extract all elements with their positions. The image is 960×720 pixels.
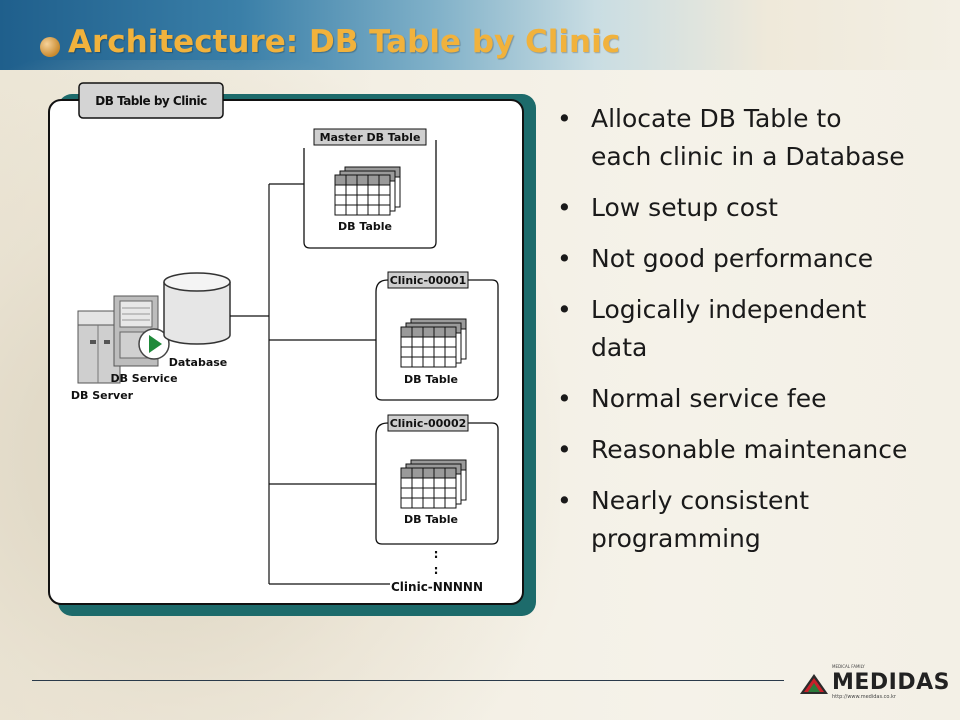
logo-tagline: MEDICAL FAMILY (832, 664, 865, 669)
master-header: Master DB Table (320, 131, 421, 144)
master-header-box (313, 128, 427, 146)
bullet-icon: • (557, 193, 572, 222)
bullet-icon: • (557, 295, 572, 324)
connector-lines (230, 183, 390, 585)
database-label: Database (169, 356, 228, 369)
logo-url: http://www.medidas.co.kr (832, 694, 896, 700)
clinic-00001-group: Clinic-00001 DB Table (375, 271, 499, 401)
architecture-diagram: DB Table by Clinic Database DB Service D… (48, 82, 536, 616)
clinic-00001-table-label: DB Table (404, 373, 458, 386)
clinic-nnnnn-label: Clinic-NNNNN (391, 580, 483, 594)
bullet-icon: • (557, 384, 572, 413)
bullet-item: •Reasonable maintenance (553, 431, 953, 469)
db-server-icon (77, 310, 121, 384)
bullet-icon: • (557, 104, 572, 133)
medidas-logo-icon (800, 674, 828, 694)
ellipsis-1: : (434, 547, 439, 561)
clinic-00001-header: Clinic-00001 (390, 274, 467, 287)
bullet-icon: • (557, 486, 572, 515)
title-bullet-icon (40, 37, 60, 57)
ellipsis-2: : (434, 563, 439, 577)
bullet-item: •Normal service fee (553, 380, 953, 418)
master-table-label: DB Table (338, 220, 392, 233)
clinic-00001-header-box (387, 271, 469, 289)
slide-title: Architecture: DB Table by Clinic (68, 24, 621, 60)
master-group: Master DB Table DB Table (303, 128, 437, 249)
footer-divider (32, 680, 784, 681)
clinic-00001-table-icon (400, 318, 467, 368)
db-server-label: DB Server (71, 389, 134, 402)
clinic-00002-header: Clinic-00002 (390, 417, 467, 430)
frame-label-tab (78, 82, 224, 119)
database-icon (163, 272, 231, 345)
bullet-item: •Not good performance (553, 240, 953, 278)
frame-label: DB Table by Clinic (95, 94, 207, 108)
clinic-00002-table-label: DB Table (404, 513, 458, 526)
bullet-item: •Low setup cost (553, 189, 953, 227)
db-service-label: DB Service (110, 372, 177, 385)
medidas-logo: MEDICAL FAMILY MEDIDAS http://www.medida… (798, 664, 950, 704)
logo-name: MEDIDAS (832, 670, 951, 695)
bullet-icon: • (557, 435, 572, 464)
clinic-00002-header-box (387, 414, 469, 432)
clinic-00002-table-icon (400, 459, 467, 509)
header-band (0, 0, 960, 70)
service-play-icon (138, 328, 170, 360)
bullet-icon: • (557, 244, 572, 273)
clinic-00002-group: Clinic-00002 DB Table (375, 414, 499, 545)
master-table-icon (334, 166, 401, 216)
